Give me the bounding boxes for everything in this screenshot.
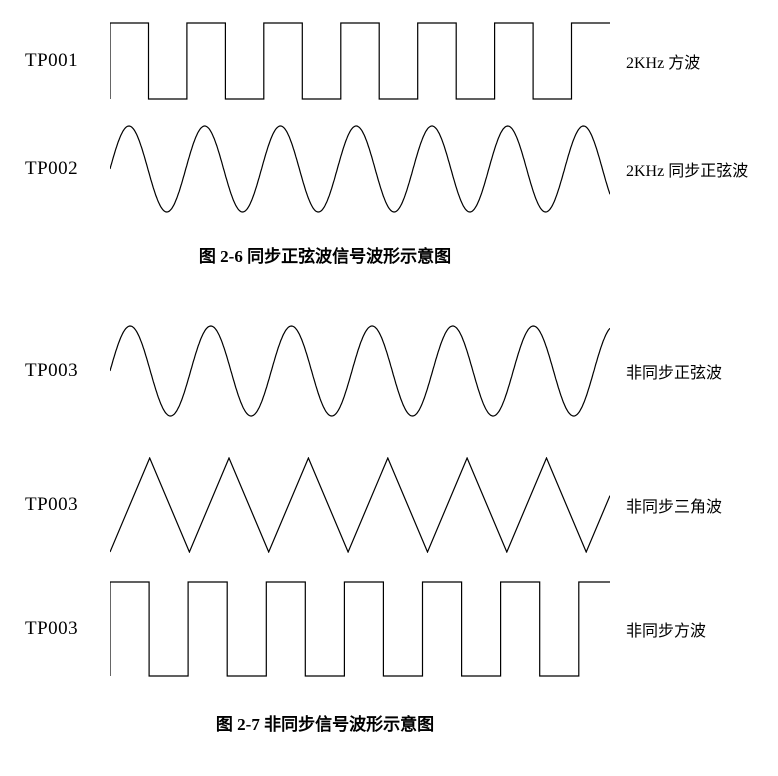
wave-row-tp003-sine: TP003 非同步正弦波 — [25, 325, 778, 417]
square-waveform — [110, 581, 610, 677]
sine-waveform — [110, 125, 610, 213]
wave-label: 非同步方波 — [626, 623, 707, 640]
figure-caption: 图 2-7 非同步信号波形示意图 — [215, 715, 435, 734]
tp-label: TP001 — [25, 50, 79, 71]
figure-caption: 图 2-6 同步正弦波信号波形示意图 — [198, 247, 452, 266]
tp-label: TP003 — [25, 618, 79, 639]
wave-label: 2KHz 方波 — [626, 55, 701, 72]
figure-sync-waveforms: TP001 2KHz 方波 TP002 2KHz 同步正弦波 图 2-6 同步正… — [25, 22, 778, 267]
tp-label: TP002 — [25, 158, 79, 179]
wave-row-tp002: TP002 2KHz 同步正弦波 — [25, 125, 778, 213]
wave-row-tp001: TP001 2KHz 方波 — [25, 22, 778, 100]
square-waveform — [110, 22, 610, 100]
sine-waveform — [110, 325, 610, 417]
tp-label: TP003 — [25, 494, 79, 515]
triangle-waveform — [110, 457, 610, 553]
wave-label: 2KHz 同步正弦波 — [626, 163, 749, 180]
tp-label: TP003 — [25, 360, 79, 381]
wave-label: 非同步正弦波 — [626, 365, 723, 382]
figure-async-waveforms: TP003 非同步正弦波 TP003 非同步三角波 TP003 非同步方波 图 … — [25, 325, 778, 735]
wave-row-tp003-square: TP003 非同步方波 — [25, 581, 778, 677]
wave-row-tp003-triangle: TP003 非同步三角波 — [25, 457, 778, 553]
wave-label: 非同步三角波 — [626, 499, 723, 516]
